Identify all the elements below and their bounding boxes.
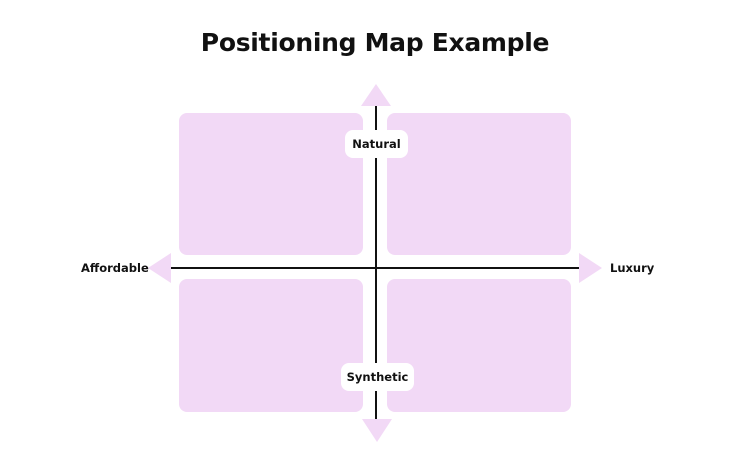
axis-label-left: Affordable [81,261,149,275]
axis-label-top: Natural [345,130,408,158]
axis-label-bottom-text: Synthetic [346,370,409,384]
arrow-left-icon [148,253,171,283]
vertical-axis-line [375,104,377,420]
quadrant-bottom-left [179,279,363,412]
arrow-down-icon [362,419,392,442]
arrow-right-icon [579,253,602,283]
axis-label-right: Luxury [610,261,655,275]
page-title: Positioning Map Example [200,28,550,57]
quadrant-top-left [179,113,363,255]
quadrant-bottom-right [387,279,571,412]
horizontal-axis-line [170,267,580,269]
arrow-up-icon [361,84,391,106]
axis-label-top-text: Natural [352,137,401,151]
axis-label-bottom: Synthetic [341,363,414,391]
quadrant-top-right [387,113,571,255]
